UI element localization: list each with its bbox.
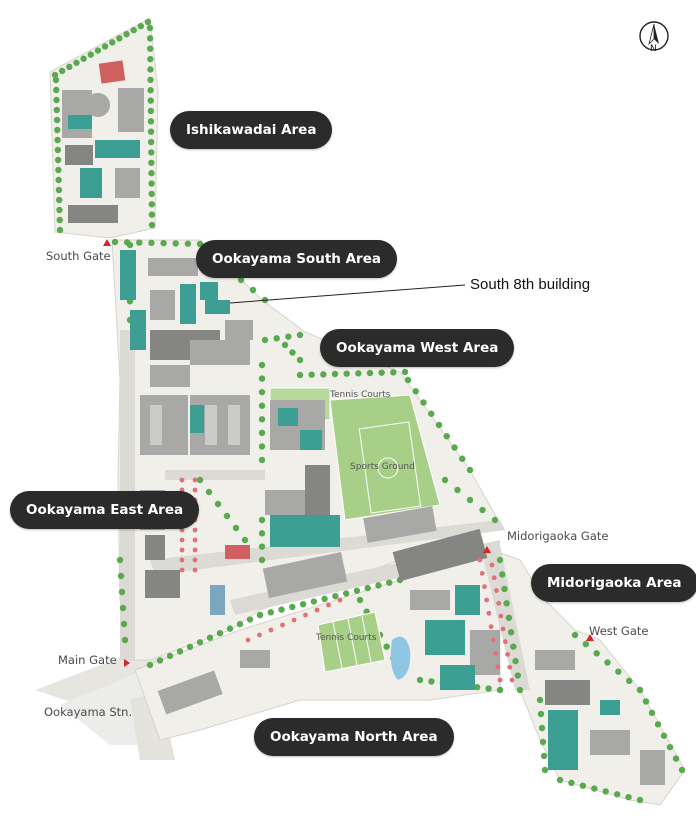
main-gate-marker <box>124 659 130 667</box>
main-gate-label: Main Gate <box>58 653 117 667</box>
external-roads <box>35 650 180 760</box>
ookayama-west-area-label[interactable]: Ookayama West Area <box>320 329 515 367</box>
sports-ground-label: Sports Ground <box>350 462 415 472</box>
midorigaoka-gate-marker <box>483 546 491 553</box>
south-gate-marker <box>103 239 111 246</box>
tennis-courts-north-field <box>317 611 386 673</box>
pond <box>390 636 411 680</box>
tennis-courts-west-label: Tennis Courts <box>330 390 391 400</box>
south-8th-building <box>205 300 230 314</box>
south-gate-label: South Gate <box>46 249 111 263</box>
ishikawadai-area-label[interactable]: Ishikawadai Area <box>170 111 333 149</box>
ookayama-north-area-label[interactable]: Ookayama North Area <box>254 718 454 756</box>
compass-north-label: N <box>650 44 657 54</box>
south-8th-building-callout: South 8th building <box>470 276 591 293</box>
west-gate-marker <box>586 634 594 641</box>
midorigaoka-gate-label: Midorigaoka Gate <box>507 529 609 543</box>
west-gate-label: West Gate <box>589 624 649 638</box>
ookayama-east-area-label[interactable]: Ookayama East Area <box>10 491 200 529</box>
buildings <box>62 60 665 785</box>
tennis-courts-north-label: Tennis Courts <box>316 633 377 643</box>
ookayama-south-area-label[interactable]: Ookayama South Area <box>196 240 397 278</box>
ookayama-station-label: Ookayama Stn. <box>44 705 133 719</box>
midorigaoka-area-label[interactable]: Midorigaoka Area <box>531 564 696 602</box>
cherry-trees <box>179 477 515 683</box>
compass-north-arrow-icon <box>639 21 669 51</box>
callout-leader-line <box>229 284 466 304</box>
gate-markers <box>103 239 594 667</box>
